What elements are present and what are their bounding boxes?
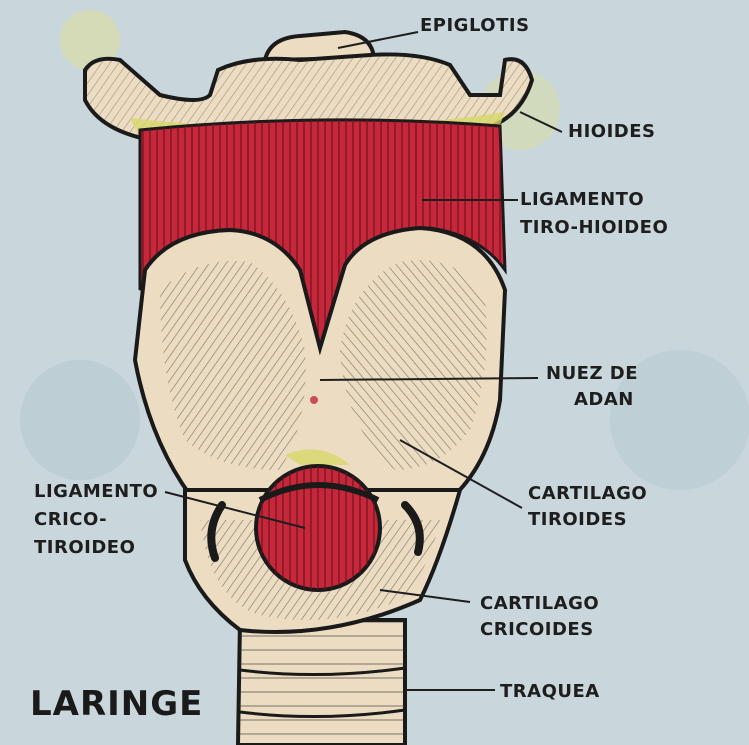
- label-cartilago-tiroides-line2: TIROIDES: [528, 509, 628, 530]
- traquea-shape: [235, 618, 407, 745]
- label-cartilago-cricoides-line1: CARTILAGO: [480, 593, 600, 614]
- label-nuez-line2: ADAN: [574, 389, 634, 410]
- paper-stain: [60, 10, 120, 70]
- label-nuez-line1: NUEZ DE: [546, 363, 639, 384]
- label-ligamento-tiro-line1: LIGAMENTO: [520, 189, 645, 210]
- label-cartilago-tiroides-line1: CARTILAGO: [528, 483, 648, 504]
- leader-nuez: [319, 377, 539, 381]
- paper-stain: [610, 350, 749, 490]
- paper-stain: [20, 360, 140, 480]
- leader-hioides: [519, 111, 563, 133]
- leader-ligamento-crico: [164, 491, 306, 529]
- leader-cartilago-cricoides: [379, 589, 471, 603]
- label-ligamento-crico-line1: LIGAMENTO: [34, 481, 159, 502]
- ligamento-crico-tiroideo-shape: [254, 464, 382, 592]
- hioides-shape: [83, 52, 535, 143]
- label-ligamento-crico-line3: TIROIDEO: [34, 537, 136, 558]
- label-ligamento-crico-line2: CRICO-: [34, 509, 108, 530]
- label-traquea: TRAQUEA: [500, 681, 600, 702]
- label-cartilago-cricoides-line2: CRICOIDES: [480, 619, 594, 640]
- label-ligamento-tiro-line2: TIRO-HIOIDEO: [520, 217, 669, 238]
- epiglotis-shape: [262, 29, 377, 63]
- cartilago-tiroides-shape: [132, 225, 508, 497]
- leader-epiglotis: [337, 31, 419, 49]
- leader-lines: [164, 31, 563, 691]
- label-epiglotis: EPIGLOTIS: [420, 15, 530, 36]
- diagram-title: LARINGE: [30, 684, 204, 724]
- label-hioides: HIOIDES: [568, 121, 656, 142]
- leader-cartilago-tiroides: [399, 439, 523, 509]
